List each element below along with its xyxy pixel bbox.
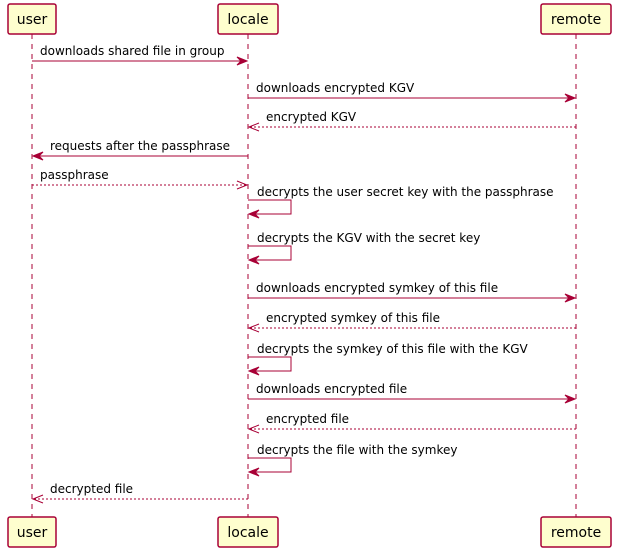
message-arrowhead: [247, 255, 260, 265]
message-arrowhead: [564, 394, 577, 404]
message-label: encrypted file: [266, 412, 349, 426]
message-11: encrypted file: [247, 412, 576, 434]
message-1: downloads encrypted KGV: [248, 81, 577, 103]
message-arrowhead: [247, 424, 260, 434]
participant-bottom-remote: remote: [540, 516, 612, 548]
message-line: [248, 245, 292, 261]
message-8: encrypted symkey of this file: [247, 311, 576, 333]
message-arrowhead: [247, 209, 260, 219]
message-label: decrypts the symkey of this file with th…: [257, 342, 529, 356]
message-line: [248, 457, 292, 473]
message-arrowhead: [247, 467, 260, 477]
message-arrowhead: [564, 293, 577, 303]
participant-top-user: user: [7, 3, 57, 35]
message-0: downloads shared file in group: [32, 44, 249, 66]
participant-box: [7, 516, 57, 548]
participant-box: [217, 516, 279, 548]
message-label: decrypts the user secret key with the pa…: [257, 185, 554, 199]
participant-label: user: [17, 525, 48, 541]
message-label: encrypted KGV: [266, 110, 357, 124]
message-12: decrypts the file with the symkey: [247, 443, 457, 477]
message-7: downloads encrypted symkey of this file: [248, 281, 577, 303]
message-label: downloads encrypted symkey of this file: [256, 281, 498, 295]
message-label: downloads encrypted KGV: [256, 81, 415, 95]
message-label: downloads encrypted file: [256, 382, 407, 396]
message-arrowhead: [247, 366, 260, 376]
message-arrowhead: [247, 122, 260, 132]
message-label: requests after the passphrase: [50, 139, 230, 153]
message-arrowhead: [236, 56, 249, 66]
participant-box: [540, 3, 612, 35]
message-label: decrypted file: [50, 482, 133, 496]
message-label: encrypted symkey of this file: [266, 311, 440, 325]
message-arrowhead: [247, 323, 260, 333]
participant-box: [217, 3, 279, 35]
message-line: [248, 356, 292, 372]
message-label: decrypts the file with the symkey: [257, 443, 457, 457]
message-label: passphrase: [40, 168, 109, 182]
participant-bottom-locale: locale: [217, 516, 279, 548]
participant-label: remote: [551, 525, 601, 541]
message-arrowhead: [564, 93, 577, 103]
participant-box: [7, 3, 57, 35]
message-5: decrypts the user secret key with the pa…: [247, 185, 554, 219]
participant-box: [540, 516, 612, 548]
message-9: decrypts the symkey of this file with th…: [247, 342, 529, 376]
message-2: encrypted KGV: [247, 110, 576, 132]
message-arrowhead: [31, 494, 44, 504]
message-3: requests after the passphrase: [31, 139, 248, 161]
participant-label: locale: [227, 525, 268, 541]
participant-label: user: [17, 12, 48, 28]
message-label: decrypts the KGV with the secret key: [257, 231, 480, 245]
participant-top-locale: locale: [217, 3, 279, 35]
message-10: downloads encrypted file: [248, 382, 577, 404]
message-4: passphrase: [32, 168, 249, 190]
message-arrowhead: [236, 180, 249, 190]
participant-label: locale: [227, 12, 268, 28]
message-line: [248, 199, 292, 215]
participant-top-remote: remote: [540, 3, 612, 35]
message-arrowhead: [31, 151, 44, 161]
message-label: downloads shared file in group: [40, 44, 224, 58]
participant-label: remote: [551, 12, 601, 28]
participant-bottom-user: user: [7, 516, 57, 548]
message-6: decrypts the KGV with the secret key: [247, 231, 480, 265]
message-13: decrypted file: [31, 482, 248, 504]
